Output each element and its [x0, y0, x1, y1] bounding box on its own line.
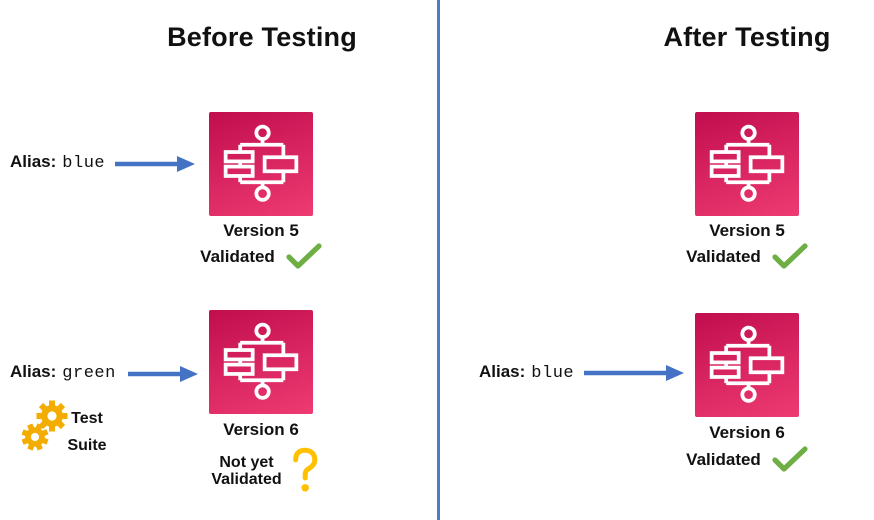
check-icon	[772, 243, 808, 269]
gears-icon	[22, 400, 68, 451]
test-suite-label: Test Suite	[62, 405, 112, 459]
test-suite-line2: Suite	[67, 437, 107, 454]
step-functions-version6-icon	[209, 310, 313, 414]
alias-value: green	[62, 364, 116, 383]
after-panel-title: After Testing	[663, 22, 831, 52]
step-functions-version5-icon	[695, 112, 799, 216]
question-mark-icon	[292, 447, 317, 492]
alias-green-label: Alias: green	[10, 362, 116, 383]
version-label: Version 5	[709, 221, 785, 240]
status-text: Validated	[686, 449, 761, 469]
test-suite-line1: Test	[71, 410, 103, 427]
status-text-line2: Validated	[211, 471, 282, 488]
alias-key: Alias:	[10, 362, 57, 381]
alias-key: Alias:	[10, 152, 57, 171]
not-yet-validated-status: Not yet Validated	[190, 447, 340, 495]
check-icon	[286, 243, 322, 269]
validated-status: Validated	[672, 243, 822, 270]
panel-divider	[437, 0, 440, 520]
arrow-right-icon	[115, 156, 195, 172]
check-icon	[772, 446, 808, 472]
step-functions-version5-icon	[209, 112, 313, 216]
validated-status: Validated	[672, 446, 822, 473]
status-text-line1: Not yet	[219, 454, 274, 471]
before-panel-title: Before Testing	[167, 22, 357, 52]
alias-blue-label: Alias: blue	[10, 152, 105, 173]
version-label: Version 6	[223, 420, 299, 439]
version-label: Version 5	[223, 221, 299, 240]
arrow-right-icon	[584, 365, 684, 381]
gear-small	[22, 423, 49, 451]
version-label: Version 6	[709, 423, 785, 442]
alias-blue-label: Alias: blue	[479, 362, 574, 383]
arrow-right-icon	[128, 366, 198, 382]
status-text: Validated	[686, 246, 761, 266]
status-text: Validated	[200, 246, 275, 266]
alias-key: Alias:	[479, 362, 526, 381]
validated-status: Validated	[186, 243, 336, 270]
alias-value: blue	[531, 364, 575, 383]
gear-large	[36, 400, 68, 432]
alias-value: blue	[62, 154, 106, 173]
step-functions-version6-icon	[695, 313, 799, 417]
